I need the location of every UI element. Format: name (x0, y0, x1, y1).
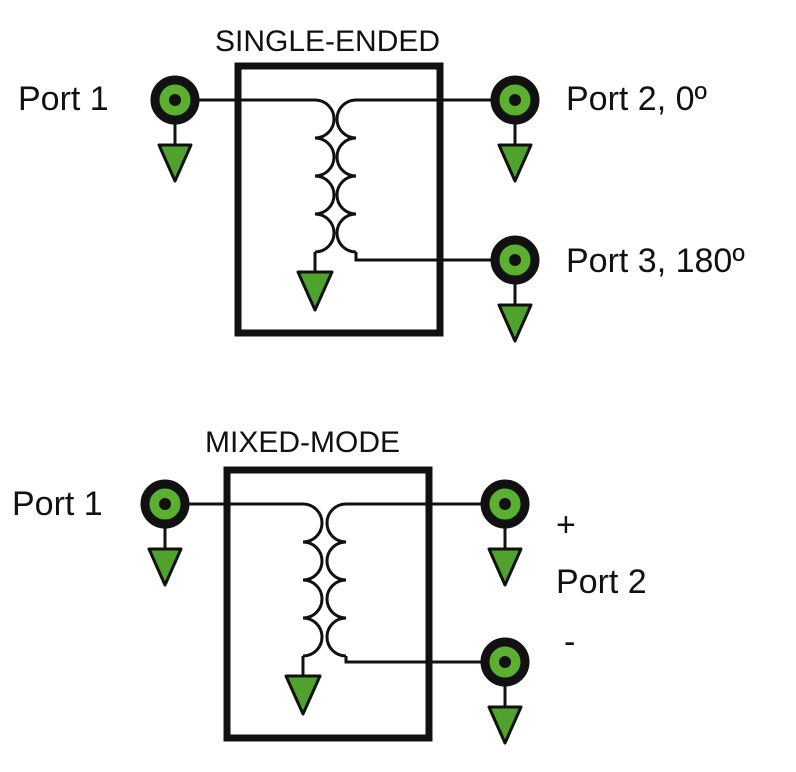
mixed-mode-title: MIXED-MODE (205, 426, 400, 459)
single-ended-balun-port1-ground-icon (157, 143, 193, 183)
single-ended-balun-box (234, 62, 444, 337)
mixed-mode-balun-port2-center-pin (499, 498, 511, 510)
single-ended-balun-port3-center-pin (509, 254, 521, 266)
mixed-mode-balun-port3-center-pin (499, 656, 511, 668)
single-ended-balun (150, 62, 540, 343)
bottom-plus-label: + (556, 506, 576, 544)
mixed-mode-balun-port2-ground-icon (487, 547, 523, 587)
top-port2-label: Port 2, 0º (566, 80, 707, 118)
single-ended-balun-primary-ground-icon (296, 270, 334, 312)
single-ended-balun-port3-ground-icon (497, 303, 533, 343)
single-ended-balun-port2-center-pin (509, 94, 521, 106)
mixed-mode-balun-secondary-coil-icon (325, 502, 347, 658)
mixed-mode-balun-box (223, 466, 433, 742)
mixed-mode-balun-port3-ground-icon (487, 705, 523, 745)
single-ended-balun-port2-ground-icon (497, 143, 533, 183)
mixed-mode-balun-port1-ground-icon (147, 547, 183, 587)
single-ended-title: SINGLE-ENDED (215, 25, 440, 58)
mixed-mode-balun-primary-ground-icon (284, 674, 322, 716)
single-ended-balun-primary-coil-icon (314, 98, 336, 254)
single-ended-balun-secondary-wire-bottom (354, 252, 515, 262)
top-port3-label: Port 3, 180º (566, 242, 745, 280)
bottom-minus-label: - (564, 623, 575, 661)
single-ended-balun-port1-center-pin (169, 94, 181, 106)
bottom-port1-label: Port 1 (12, 485, 103, 523)
single-ended-balun-secondary-coil-icon (335, 98, 357, 254)
mixed-mode-balun-primary-coil-icon (302, 502, 324, 658)
bottom-port2-label: Port 2 (556, 563, 647, 601)
mixed-mode-balun (140, 466, 530, 745)
top-port1-label: Port 1 (18, 80, 109, 118)
mixed-mode-balun-port1-center-pin (159, 498, 171, 510)
mixed-mode-balun-secondary-wire-bottom (344, 656, 505, 664)
